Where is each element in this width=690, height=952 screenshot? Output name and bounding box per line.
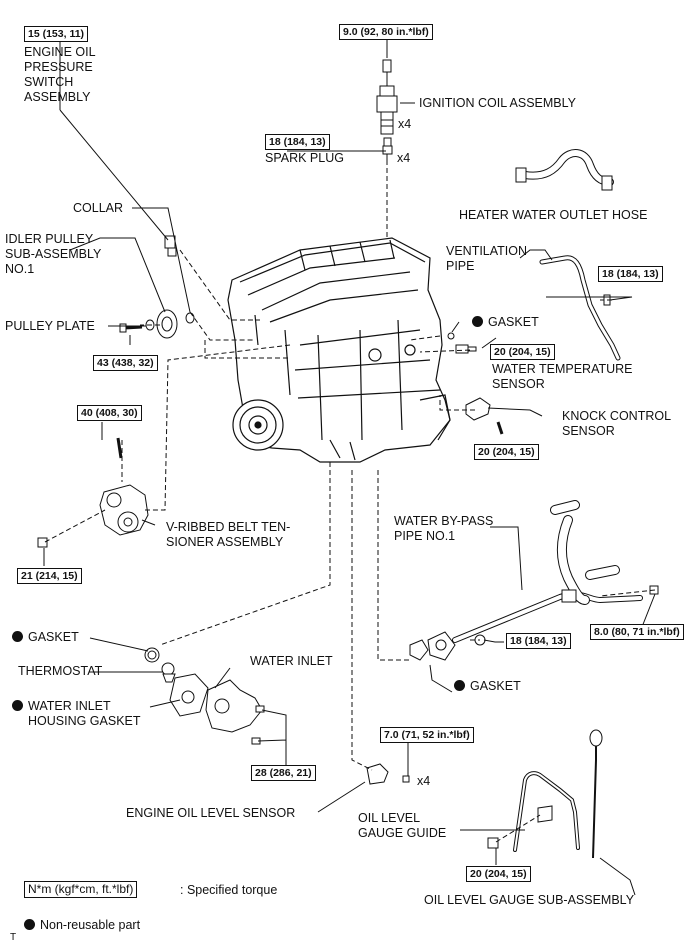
heater-hose: [515, 149, 614, 191]
spark-plug: [382, 137, 393, 162]
torque-oil-pressure-switch: 15 (153, 11): [24, 26, 89, 42]
idler-pulley: [119, 309, 195, 339]
torque-ignition-coil: 9.0 (92, 80 in.*lbf): [339, 24, 433, 40]
legend-torque-desc: : Specified torque: [180, 883, 278, 897]
legend-torque-unit: N*m (kgf*cm, ft.*lbf): [24, 881, 138, 898]
belt-tensioner: [37, 437, 149, 548]
label-knock-sensor: KNOCK CONTROL SENSOR: [562, 409, 672, 438]
torque-bypass-pipe-bolt: 8.0 (80, 71 in.*lbf): [590, 624, 684, 640]
label-ignition-coil: IGNITION COIL ASSEMBLY: [419, 96, 576, 110]
legend-nonreusable: Non-reusable part: [24, 918, 140, 933]
torque-tensioner-bolt: 21 (214, 15): [17, 568, 82, 584]
label-oil-gauge-guide: OIL LEVEL GAUGE GUIDE: [358, 811, 447, 840]
label-oil-pressure-switch: ENGINE OIL PRESSURE SWITCH ASSEMBLY: [24, 45, 96, 104]
label-water-bypass-pipe: WATER BY-PASS PIPE NO.1: [394, 514, 494, 543]
nonreusable-dot-icon: [24, 919, 35, 930]
label-gasket-left: GASKET: [12, 630, 79, 645]
label-plug-qty: x4: [397, 151, 411, 165]
torque-ventilation-pipe: 18 (184, 13): [598, 266, 663, 282]
label-gasket-top: GASKET: [472, 315, 539, 330]
label-sensor-qty: x4: [417, 774, 431, 788]
torque-gauge-guide: 20 (204, 15): [466, 866, 531, 882]
nonreusable-dot-icon: [12, 631, 23, 642]
label-collar: COLLAR: [73, 201, 124, 215]
label-gasket-bottom: GASKET: [454, 679, 521, 694]
water-inlet-gasket: [169, 673, 209, 717]
knock-sensor: [465, 397, 504, 435]
torque-oil-level-sensor: 7.0 (71, 52 in.*lbf): [380, 727, 474, 743]
label-heater-hose: HEATER WATER OUTLET HOSE: [459, 208, 648, 222]
label-pulley-plate: PULLEY PLATE: [5, 319, 95, 333]
nonreusable-dot-icon: [12, 700, 23, 711]
torque-water-inlet: 28 (286, 21): [251, 765, 316, 781]
label-oil-level-sensor: ENGINE OIL LEVEL SENSOR: [126, 806, 296, 820]
oil-level-sensor: [366, 763, 410, 785]
label-coil-qty: x4: [398, 117, 412, 131]
label-water-temp-sensor: WATER TEMPERATURE SENSOR: [492, 362, 633, 391]
engine-block: [227, 237, 451, 463]
torque-idler-pulley: 43 (438, 32): [93, 355, 158, 371]
leader-lines: [43, 38, 656, 896]
torque-spark-plug: 18 (184, 13): [265, 134, 330, 150]
alignment-lines: [44, 160, 656, 843]
oil-gauge-guide: [487, 771, 580, 852]
water-bypass-pipe: [409, 500, 659, 661]
torque-water-temp-sensor: 20 (204, 15): [490, 344, 555, 360]
label-idler-pulley: IDLER PULLEY SUB-ASSEMBLY NO.1: [5, 232, 102, 276]
label-water-inlet: WATER INLET: [250, 654, 333, 668]
water-inlet: [205, 679, 265, 745]
thermostat: [144, 647, 176, 683]
torque-knock-sensor: 20 (204, 15): [474, 444, 539, 460]
nonreusable-dot-icon: [454, 680, 465, 691]
label-ventilation-pipe: VENTILATION PIPE: [446, 244, 528, 273]
label-water-inlet-gasket: WATER INLET HOUSING GASKET: [12, 699, 141, 729]
label-oil-gauge-sub-assembly: OIL LEVEL GAUGE SUB-ASSEMBLY: [424, 893, 635, 907]
ignition-coil: [376, 59, 398, 135]
label-belt-tensioner: V-RIBBED BELT TEN- SIONER ASSEMBLY: [166, 520, 291, 549]
nonreusable-dot-icon: [472, 316, 483, 327]
label-spark-plug: SPARK PLUG: [265, 151, 344, 165]
water-temp-sensor: [447, 332, 477, 354]
torque-bypass-pipe-nut: 18 (184, 13): [506, 633, 571, 649]
corner-mark: T: [10, 932, 17, 943]
oil-gauge-dipstick: [589, 729, 603, 859]
label-thermostat: THERMOSTAT: [18, 664, 103, 678]
torque-tensioner-top: 40 (408, 30): [77, 405, 142, 421]
